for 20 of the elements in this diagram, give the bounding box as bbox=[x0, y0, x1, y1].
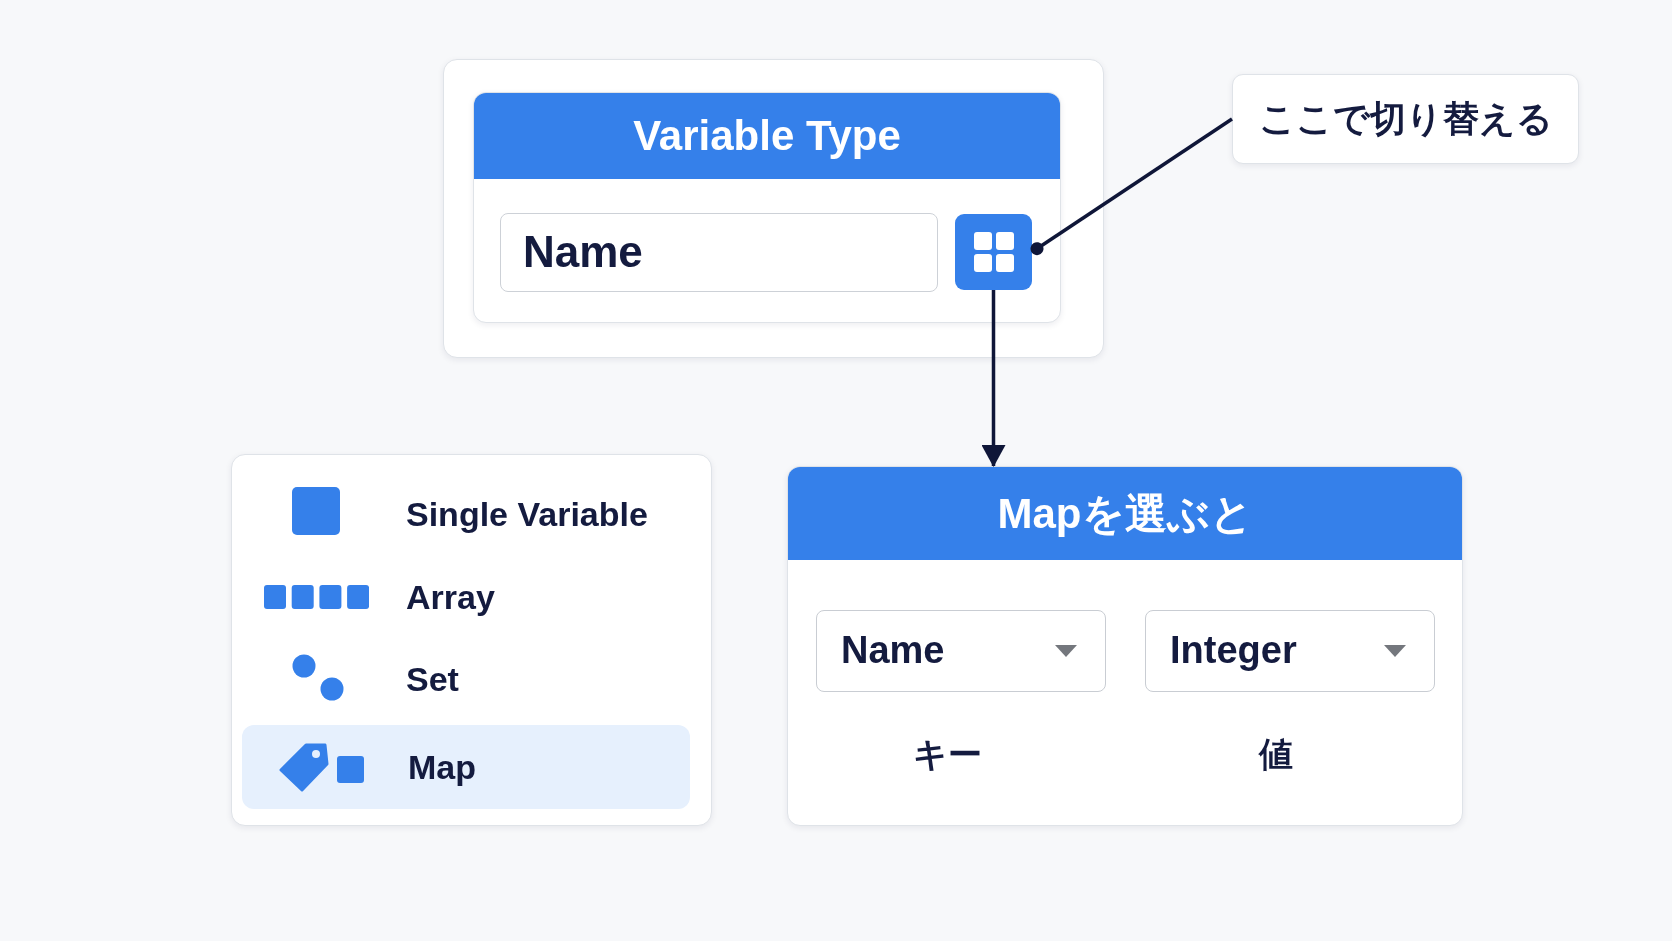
card-header: Mapを選ぶと bbox=[788, 467, 1462, 560]
option-label: Array bbox=[406, 577, 495, 618]
grid-button bbox=[955, 214, 1032, 290]
callout-box: ここで切り替える bbox=[1232, 74, 1579, 164]
card-panel bbox=[473, 92, 1061, 323]
panel bbox=[443, 59, 1104, 358]
card-header: Variable Type bbox=[474, 93, 1060, 179]
dropdown: Integer bbox=[1145, 610, 1435, 692]
leader-line bbox=[1030, 117, 1233, 256]
selected-option bbox=[242, 725, 690, 809]
card-panel bbox=[787, 466, 1463, 826]
list-panel bbox=[231, 454, 712, 826]
option-label: Single Variable bbox=[406, 494, 648, 535]
field-caption: キー bbox=[911, 734, 983, 774]
dropdown: Name bbox=[816, 610, 1106, 692]
field-caption: 値 bbox=[1257, 734, 1294, 774]
option-label: Map bbox=[408, 747, 476, 788]
input-field: Name bbox=[500, 213, 938, 292]
option-label: Set bbox=[406, 659, 459, 700]
arrow bbox=[981, 290, 1006, 467]
